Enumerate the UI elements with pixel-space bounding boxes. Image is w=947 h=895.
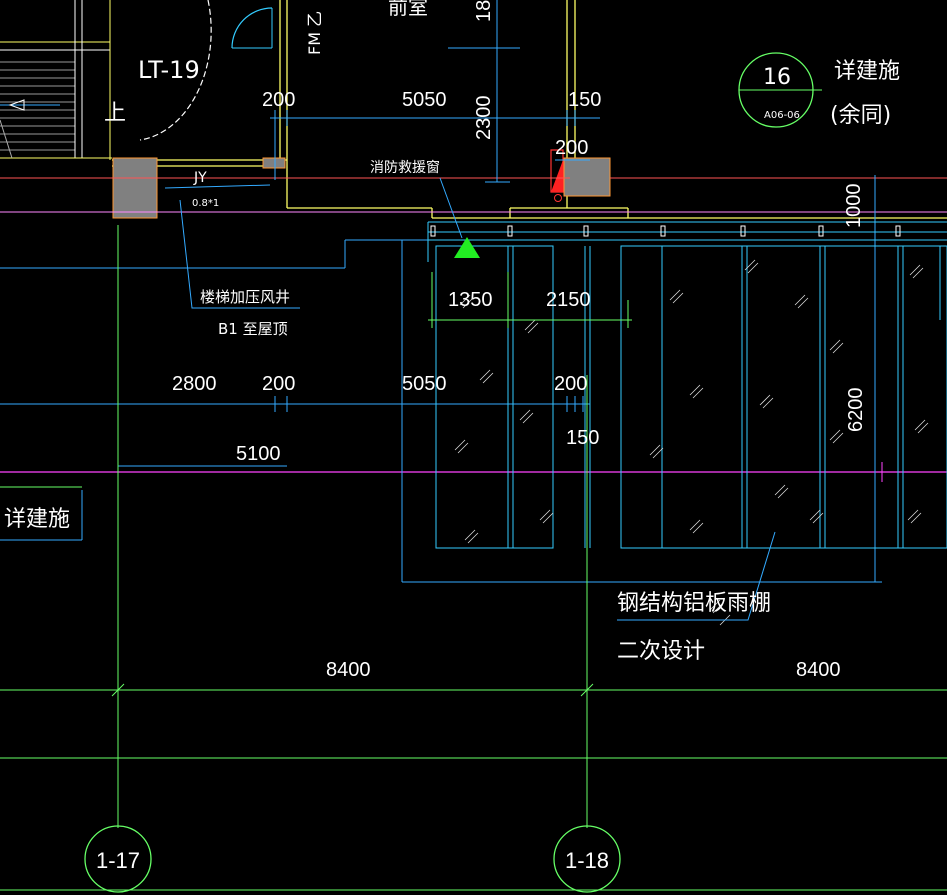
dim-row-200a: 200 bbox=[262, 373, 295, 395]
grid-dim-arrow-right bbox=[580, 683, 594, 697]
fire-rescue-window-label: 消防救援窗 bbox=[370, 159, 440, 176]
shaft-leader bbox=[179, 199, 300, 309]
dim-w-2150: 2150 bbox=[546, 289, 591, 311]
canopy-leader bbox=[617, 531, 776, 621]
fm-door-label: FM 乙 bbox=[305, 11, 324, 55]
dim-bay-left: 8400 bbox=[326, 659, 371, 681]
door-leaf-arc bbox=[231, 7, 273, 49]
dim-top-180: 180 bbox=[473, 0, 495, 22]
canopy-width-dims bbox=[428, 272, 632, 328]
dim-right-6200: 6200 bbox=[845, 388, 867, 433]
stair-area bbox=[0, 0, 112, 160]
dim-top-200: 200 bbox=[262, 89, 295, 111]
fire-rescue-window-marker bbox=[454, 237, 480, 258]
dim-top-5050: 5050 bbox=[402, 89, 447, 111]
shaft-name-label: 楼梯加压风井 bbox=[200, 288, 290, 306]
front-room-label: 前室 bbox=[388, 0, 428, 19]
dim-mid-200: 200 bbox=[555, 137, 588, 159]
column-small bbox=[262, 157, 286, 169]
axis-label-1-18: 1-18 bbox=[565, 848, 609, 873]
hydrant-circle bbox=[554, 194, 562, 202]
canopy-posts bbox=[430, 225, 901, 237]
axis-bubble-1-18 bbox=[553, 825, 621, 893]
beam-jy-label: JY bbox=[193, 170, 207, 186]
fire-rescue-leader bbox=[439, 177, 463, 239]
dim-row-150: 150 bbox=[566, 427, 599, 449]
callout-note2: (余同) bbox=[830, 103, 891, 128]
dim-right-1000: 1000 bbox=[843, 184, 865, 229]
beam-size-label: 0.8*1 bbox=[192, 198, 219, 209]
dim-row-2800: 2800 bbox=[172, 373, 217, 395]
up-arrow-label: 上 bbox=[104, 101, 126, 126]
left-note-label: 详建施 bbox=[4, 507, 70, 532]
dim-top-150: 150 bbox=[568, 89, 601, 111]
callout-sheet: A06-06 bbox=[764, 110, 800, 121]
glass-hatching bbox=[454, 259, 929, 626]
axis-label-1-17: 1-17 bbox=[96, 848, 140, 873]
callout-number: 16 bbox=[763, 65, 791, 90]
door-swing-arc bbox=[139, 0, 212, 141]
callout-note: 详建施 bbox=[834, 59, 900, 84]
dimension-lines bbox=[0, 0, 890, 583]
column-left bbox=[112, 157, 158, 219]
grid-dim-arrow-left bbox=[111, 683, 125, 697]
beam-leader bbox=[164, 184, 271, 189]
column-right bbox=[563, 157, 611, 197]
dim-w-1350: 1350 bbox=[448, 289, 493, 311]
dim-top-2300: 2300 bbox=[473, 96, 495, 141]
canopy-frame bbox=[427, 221, 947, 549]
axis-bubble-1-17 bbox=[84, 825, 152, 893]
dim-row-5050: 5050 bbox=[402, 373, 447, 395]
canopy-name-label: 钢结构铝板雨棚 bbox=[617, 591, 771, 616]
walls bbox=[112, 0, 947, 219]
dim-total-5100: 5100 bbox=[236, 443, 281, 465]
stair-id-label: LT-19 bbox=[138, 56, 200, 84]
dim-row-200b: 200 bbox=[554, 373, 587, 395]
shaft-range-label: B1 至屋顶 bbox=[218, 320, 288, 338]
fire-hydrant-fill bbox=[551, 160, 563, 192]
dim-bay-right: 8400 bbox=[796, 659, 841, 681]
canopy-note-label: 二次设计 bbox=[617, 639, 705, 664]
grid-lines bbox=[0, 225, 947, 891]
